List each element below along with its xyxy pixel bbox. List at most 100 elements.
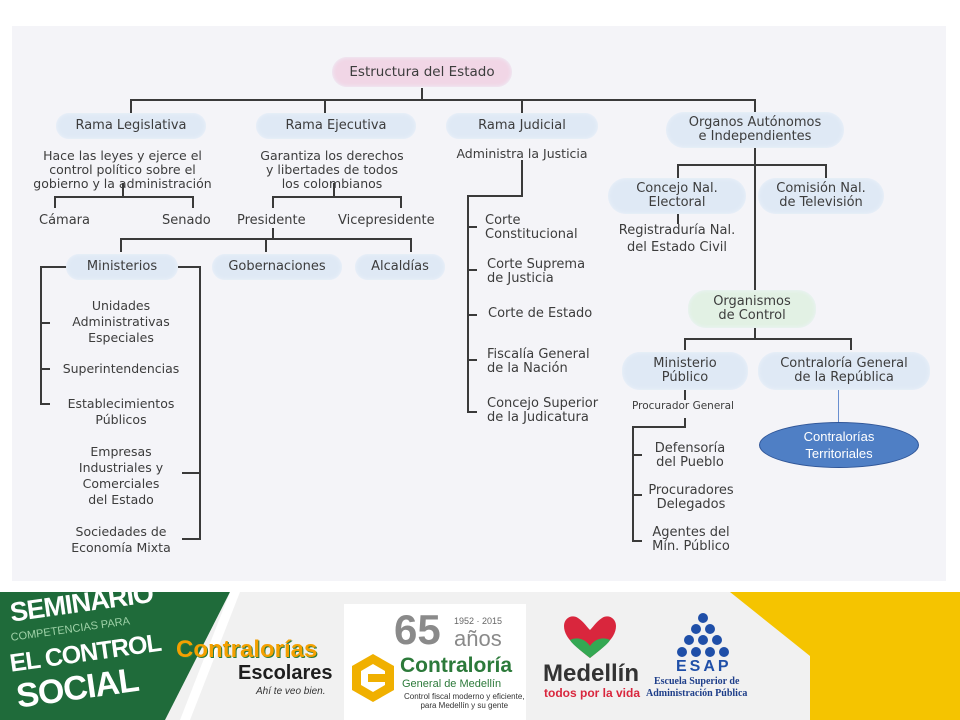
ejecutiva-description: Garantiza los derechos y libertades de t… [252,149,412,191]
connector [54,196,56,208]
vicepresidente-node: Vicepresidente [338,213,435,228]
connector [265,238,267,252]
root-estructura-estado: Estructura del Estado [332,57,512,87]
connector [684,386,686,400]
node-line: Defensoría [654,441,726,456]
entidad-line: Superintendencias [62,361,180,376]
corte-item: Corte de Estado [488,307,592,321]
tag-line: Control fiscal moderno y eficiente, [404,692,525,701]
entidad-item: Empresas Industriales y Comerciales del … [56,445,186,507]
connector [754,99,756,113]
esap-name: Escuela Superior de Administración Públi… [646,676,747,700]
tag-line: para Medellín y su gente [420,701,509,710]
desc-line: Garantiza los derechos [260,148,404,163]
registraduria-node: Registraduría Nal. del Estado Civil [602,224,752,255]
desc-line: los colombianos [281,176,383,191]
connector [684,338,686,350]
entidad-line: Establecimientos [67,396,175,411]
esap-word: ESAP [676,658,732,675]
connector [199,266,201,540]
connector [632,494,642,496]
medellin-heart-icon [564,616,616,658]
corte-line: Corte Suprema [487,257,586,272]
contraloria-emblem-icon [352,654,394,702]
gobernaciones-node: Gobernaciones [212,254,342,280]
corte-line: Constitucional [485,227,578,242]
connector [684,338,852,340]
callout-line: Territoriales [805,446,873,461]
anios-number: 65 [394,606,441,653]
corte-line: de la Nación [487,361,568,376]
entidad-item: Superintendencias [56,362,186,376]
connector [178,266,200,268]
connector [754,146,756,294]
corte-item: Corte Constitucional [485,214,578,242]
connector [467,411,477,413]
slogan: Ahí te veo bien. [256,686,326,697]
entidad-item: Establecimientos Públicos [56,397,186,427]
medellin-tag: todos por la vida [544,686,641,700]
node-line: Procuradores [648,483,734,498]
connector [677,164,827,166]
entidad-line: Industriales y [78,460,164,475]
entidad-line: Economía Mixta [71,540,171,555]
node-line: Público [661,370,709,385]
corte-line: Concejo Superior [487,396,599,411]
connector [850,338,852,350]
node-line: Comisión Nal. [776,181,866,196]
node-line: Ministerio [653,356,717,371]
medellin-word: Medellín [543,660,640,687]
connector [632,540,642,542]
connector [467,226,477,228]
connector [333,183,335,197]
rama-ejecutiva-node: Rama Ejecutiva [256,113,416,139]
connector [192,196,194,208]
node-line: de Televisión [779,195,863,210]
corte-line: Corte de Estado [488,306,593,321]
connector [130,99,132,115]
concejo-electoral-node: Concejo Nal. Electoral [608,178,746,214]
connector [632,454,642,456]
node-line: e Independientes [698,129,812,144]
node-line: Delegados [656,497,726,512]
footer-banner: SEMINARIO COMPETENCIAS PARA EL CONTROL S… [0,592,960,720]
judicial-description: Administra la Justicia [456,146,588,161]
contralorias-territoriales-callout: Contralorías Territoriales [759,422,919,468]
ministerios-node: Ministerios [66,254,178,280]
connector [130,99,756,101]
connector [40,266,42,404]
node-line: Contraloría General [780,356,908,371]
entidad-line: Sociedades de [75,524,167,539]
node-line: Organos Autónomos [688,115,822,130]
ministerio-publico-node: Ministerio Público [622,352,748,390]
desc-line: control político sobre el [49,162,196,177]
connector [677,164,679,178]
senado-node: Senado [162,213,211,228]
node-line: Agentes del [652,525,730,540]
contralorias-escolares-logo: Contralorías [176,636,318,663]
contraloria-sub: General de Medellín [402,678,502,690]
desc-line: Hace las leyes y ejerce el [43,148,202,163]
procurador-label: Procurador General [632,400,734,412]
connector [684,418,686,427]
entidad-line: Unidades [91,298,151,313]
escolares-word: Escolares [238,662,333,684]
connector [400,196,402,208]
comision-tv-node: Comisión Nal. de Televisión [758,178,884,214]
esap-line: Administración Pública [646,688,748,699]
node-line: del Estado Civil [627,240,727,255]
connector [754,326,756,338]
corte-line: Corte [485,213,521,228]
entidad-line: Especiales [88,330,154,345]
corte-item: Corte Suprema de Justicia [487,258,585,286]
connector [521,99,523,115]
node-line: de la República [794,370,894,385]
legislativa-description: Hace las leyes y ejerce el control polít… [30,149,215,191]
corte-line: de la Judicatura [487,410,589,425]
entidad-line: del Estado [88,492,154,507]
organismos-control-node: Organismos de Control [688,290,816,328]
contraloria-tag: Control fiscal moderno y eficiente, para… [404,692,525,710]
connector [421,88,423,100]
entidad-line: Administrativas [72,314,170,329]
connector [122,183,124,197]
